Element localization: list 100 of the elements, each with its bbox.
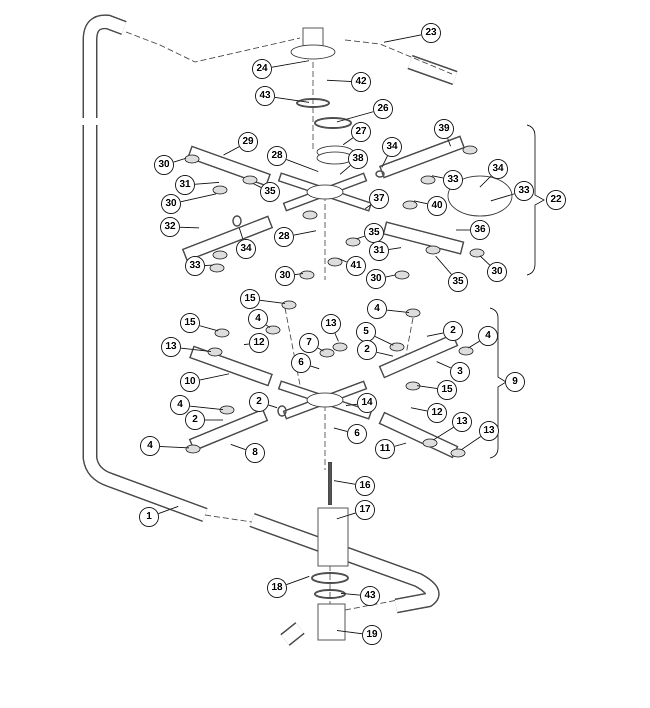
callout-number: 15: [240, 289, 260, 309]
leader-line: [259, 300, 286, 304]
callout-number: 13: [479, 421, 499, 441]
callout-number: 36: [470, 220, 490, 240]
callout-number: 15: [180, 313, 200, 333]
leader-line: [336, 630, 363, 634]
leader-line: [364, 204, 372, 210]
leader-line: [432, 426, 454, 440]
leader-line: [374, 336, 394, 346]
leader-line: [243, 344, 250, 346]
callout-number: 18: [267, 578, 287, 598]
leader-line: [253, 183, 262, 188]
callout-number: 4: [367, 299, 387, 319]
callout-number: 35: [448, 272, 468, 292]
leader-line: [189, 406, 224, 410]
leader-line: [158, 506, 179, 514]
callout-number: 13: [161, 337, 181, 357]
callout-number: 4: [478, 326, 498, 346]
callout-number: 28: [274, 227, 294, 247]
callout-number: 39: [434, 119, 454, 139]
leader-line: [223, 146, 240, 156]
leader-line: [199, 325, 219, 332]
callout-number: 2: [357, 340, 377, 360]
callout-number: 29: [238, 132, 258, 152]
callout-number: 9: [505, 372, 525, 392]
leader-line: [336, 512, 356, 520]
callout-number: 33: [514, 181, 534, 201]
callout-number: 13: [321, 314, 341, 334]
callout-number: 30: [154, 155, 174, 175]
leader-line: [199, 373, 230, 380]
leader-line: [271, 60, 310, 68]
callout-number: 2: [249, 392, 269, 412]
callout-number: 35: [364, 223, 384, 243]
callout-number: 34: [382, 137, 402, 157]
leader-line: [333, 428, 348, 432]
leader-line: [479, 176, 492, 188]
leader-line: [286, 159, 319, 172]
callout-number: 37: [369, 189, 389, 209]
callout-number: 26: [373, 99, 393, 119]
leader-line: [317, 347, 324, 352]
callout-number: 4: [170, 395, 190, 415]
callout-number: 3: [450, 362, 470, 382]
callout-number: 19: [362, 625, 382, 645]
callout-number: 7: [299, 333, 319, 353]
callout-number: 41: [346, 256, 366, 276]
leader-line: [180, 193, 217, 202]
callout-number: 12: [427, 403, 447, 423]
callout-number: 4: [248, 309, 268, 329]
leader-line: [435, 256, 452, 275]
callout-number: 24: [252, 59, 272, 79]
callout-number: 40: [427, 196, 447, 216]
callout-number: 27: [351, 122, 371, 142]
callout-number: 12: [249, 333, 269, 353]
callout-number: 10: [180, 372, 200, 392]
leader-line: [383, 34, 422, 43]
leader-line: [230, 444, 246, 450]
leader-line: [385, 274, 397, 278]
callout-number: 30: [487, 262, 507, 282]
leader-line: [333, 480, 356, 485]
leader-line: [338, 258, 348, 263]
leader-line: [381, 155, 388, 168]
leader-line: [413, 200, 428, 204]
leader-line: [310, 366, 320, 370]
leader-line: [431, 175, 444, 178]
callout-number: 42: [351, 72, 371, 92]
callout-number: 22: [546, 190, 566, 210]
leader-line: [204, 264, 214, 266]
leader-line: [180, 226, 200, 228]
callout-number: 5: [356, 322, 376, 342]
leader-line: [410, 407, 428, 412]
leader-line: [376, 352, 394, 357]
callout-number: 16: [355, 476, 375, 496]
leader-line: [274, 96, 310, 103]
callout-number: 15: [437, 380, 457, 400]
callout-number: 14: [357, 393, 377, 413]
leader-line: [294, 273, 304, 276]
leader-line: [479, 255, 490, 266]
leader-line: [160, 446, 190, 448]
leader-line: [426, 332, 444, 337]
leader-line: [342, 137, 354, 146]
leader-line: [340, 592, 360, 596]
leader-line: [388, 247, 402, 250]
callout-number: 43: [255, 86, 275, 106]
leader-line: [334, 332, 339, 342]
leader-line: [266, 324, 270, 328]
callout-number: 34: [236, 239, 256, 259]
callout-number: 17: [355, 500, 375, 520]
callout-number: 2: [443, 321, 463, 341]
leader-line: [386, 310, 410, 314]
leader-line: [460, 436, 482, 450]
leader-line: [436, 361, 452, 368]
leader-line: [336, 111, 374, 122]
leader-line: [194, 182, 220, 185]
callout-number: 4: [140, 436, 160, 456]
callout-number: 32: [160, 217, 180, 237]
leader-line: [340, 165, 351, 175]
callout-number: 1: [139, 507, 159, 527]
callout-number: 34: [488, 159, 508, 179]
leader-line: [490, 193, 515, 202]
leader-line: [180, 348, 212, 352]
